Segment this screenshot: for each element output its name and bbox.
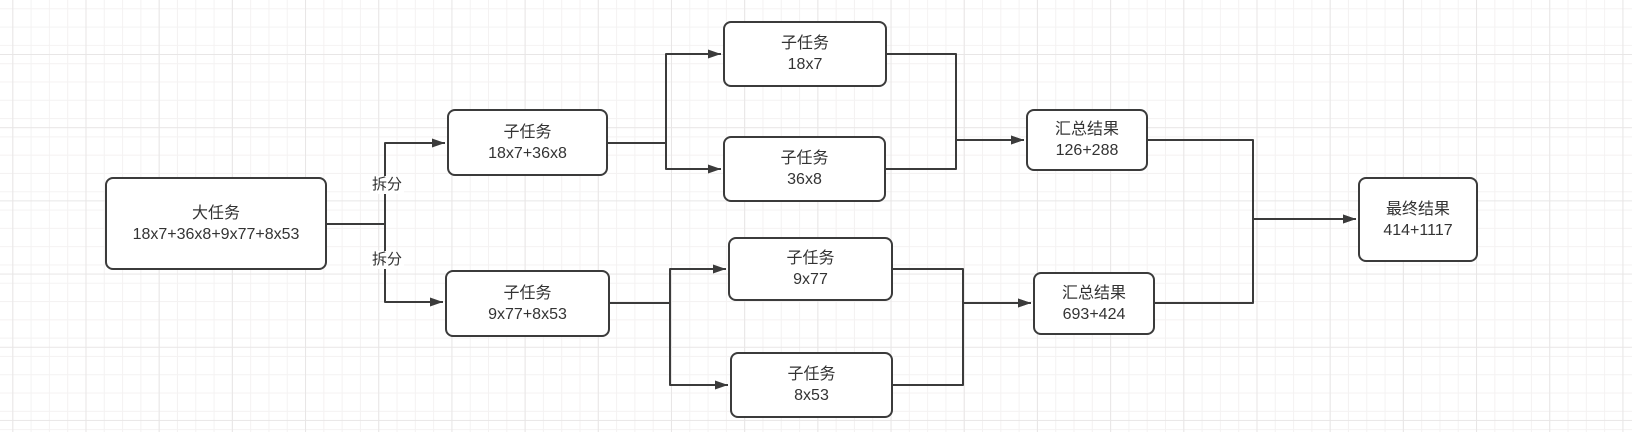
node-big-task: 大任务 18x7+36x8+9x77+8x53 xyxy=(105,177,327,270)
node-subtitle: 414+1117 xyxy=(1383,221,1453,239)
node-subtitle: 9x77+8x53 xyxy=(488,305,567,323)
node-title: 子任务 xyxy=(780,35,829,52)
edge-18x7-to-sumtop xyxy=(887,53,1024,145)
node-title: 子任务 xyxy=(787,366,836,383)
node-title: 子任务 xyxy=(503,284,552,302)
node-subtask-group-bottom: 子任务 9x77+8x53 xyxy=(445,270,610,337)
node-subtask-36x8: 子任务 36x8 xyxy=(723,136,886,202)
node-subtask-18x7: 子任务 18x7 xyxy=(723,21,887,87)
node-title: 子任务 xyxy=(503,123,552,141)
node-title: 大任务 xyxy=(191,204,240,222)
node-title: 汇总结果 xyxy=(1061,284,1126,302)
edge-sumtop-to-final xyxy=(1148,139,1356,224)
node-final-result: 最终结果 414+1117 xyxy=(1358,177,1478,262)
node-title: 子任务 xyxy=(780,150,829,167)
node-sum-top: 汇总结果 126+288 xyxy=(1026,109,1148,171)
node-sum-bottom: 汇总结果 693+424 xyxy=(1033,272,1155,335)
node-subtitle: 8x53 xyxy=(794,387,829,404)
node-subtitle: 126+288 xyxy=(1055,142,1119,159)
edge-sumbottom-to-final xyxy=(1155,214,1356,304)
node-subtitle: 693+424 xyxy=(1062,305,1126,323)
edge-label-split-bottom: 拆分 xyxy=(369,251,405,269)
edge-label-split-top: 拆分 xyxy=(369,176,405,194)
node-subtask-group-top: 子任务 18x7+36x8 xyxy=(447,109,608,176)
node-subtask-8x53: 子任务 8x53 xyxy=(730,352,893,418)
edge-subtaskbottom-to-9x77 xyxy=(610,264,726,304)
edge-subtasktop-to-18x7 xyxy=(608,49,721,144)
edge-8x53-to-sumbottom xyxy=(893,298,1031,386)
node-subtitle: 18x7+36x8 xyxy=(488,144,567,162)
edge-subtasktop-to-36x8 xyxy=(608,142,721,174)
node-title: 子任务 xyxy=(786,250,835,267)
node-title: 最终结果 xyxy=(1385,200,1450,218)
edge-subtaskbottom-to-8x53 xyxy=(610,302,728,390)
edge-9x77-to-sumbottom xyxy=(893,268,1031,308)
node-title: 汇总结果 xyxy=(1054,121,1119,138)
node-subtask-9x77: 子任务 9x77 xyxy=(728,237,893,301)
edge-36x8-to-sumtop xyxy=(886,135,1024,170)
node-subtitle: 18x7 xyxy=(787,56,823,73)
node-subtitle: 36x8 xyxy=(787,171,822,188)
node-subtitle: 9x77 xyxy=(793,271,828,288)
node-subtitle: 18x7+36x8+9x77+8x53 xyxy=(132,225,300,243)
